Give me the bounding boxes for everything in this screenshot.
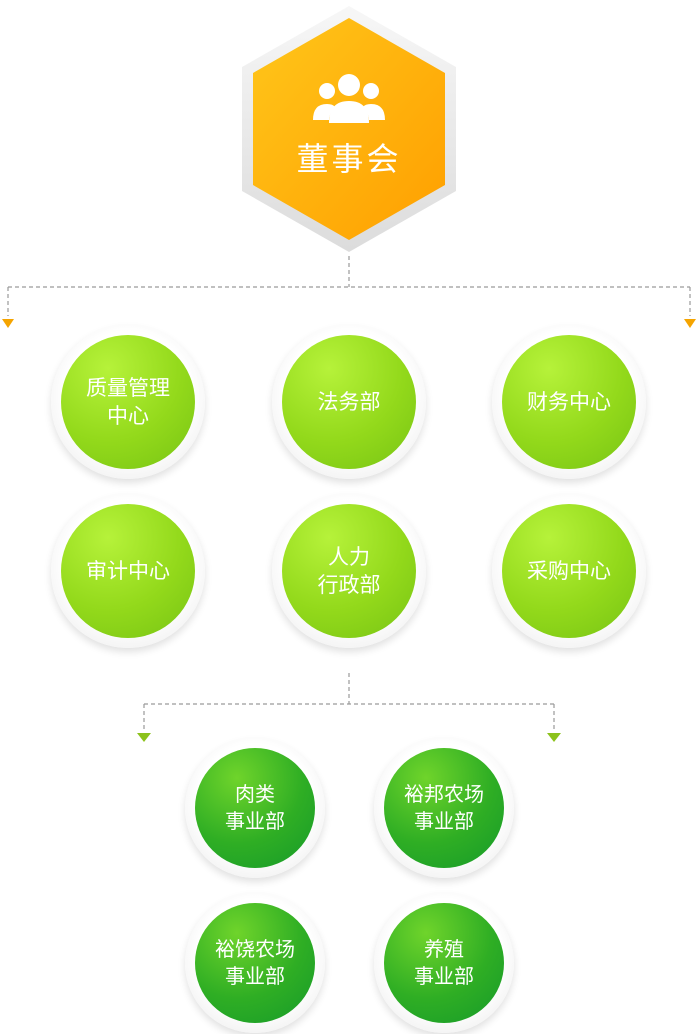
unit-yubang-farm[interactable]: 裕邦农场 事业部 bbox=[374, 738, 514, 878]
unit-label: 肉类 事业部 bbox=[195, 748, 315, 868]
unit-breeding[interactable]: 养殖 事业部 bbox=[374, 893, 514, 1033]
board-connector bbox=[7, 256, 691, 316]
arrow-down-right-icon bbox=[684, 319, 696, 328]
arrow-down-right-green-icon bbox=[547, 733, 561, 742]
unit-yurao-farm[interactable]: 裕饶农场 事业部 bbox=[185, 893, 325, 1033]
dept-audit[interactable]: 审计中心 bbox=[51, 494, 205, 648]
dept-label: 法务部 bbox=[282, 335, 416, 469]
board-node: 董事会 bbox=[237, 4, 461, 254]
arrow-down-left-icon bbox=[2, 319, 14, 328]
unit-label: 养殖 事业部 bbox=[384, 903, 504, 1023]
dept-label: 审计中心 bbox=[61, 504, 195, 638]
board-hexagon bbox=[242, 6, 456, 252]
dept-label: 人力 行政部 bbox=[282, 504, 416, 638]
dept-finance[interactable]: 财务中心 bbox=[492, 325, 646, 479]
unit-meat[interactable]: 肉类 事业部 bbox=[185, 738, 325, 878]
dept-label: 采购中心 bbox=[502, 504, 636, 638]
people-group-icon bbox=[313, 74, 385, 123]
dept-procurement[interactable]: 采购中心 bbox=[492, 494, 646, 648]
dept-quality-management[interactable]: 质量管理 中心 bbox=[51, 325, 205, 479]
dept-label: 质量管理 中心 bbox=[61, 335, 195, 469]
hr-connector bbox=[143, 673, 555, 730]
dept-legal[interactable]: 法务部 bbox=[272, 325, 426, 479]
board-title: 董事会 bbox=[296, 140, 402, 178]
unit-label: 裕邦农场 事业部 bbox=[384, 748, 504, 868]
dept-hr-admin[interactable]: 人力 行政部 bbox=[272, 494, 426, 648]
arrow-down-left-green-icon bbox=[137, 733, 151, 742]
dept-label: 财务中心 bbox=[502, 335, 636, 469]
unit-label: 裕饶农场 事业部 bbox=[195, 903, 315, 1023]
